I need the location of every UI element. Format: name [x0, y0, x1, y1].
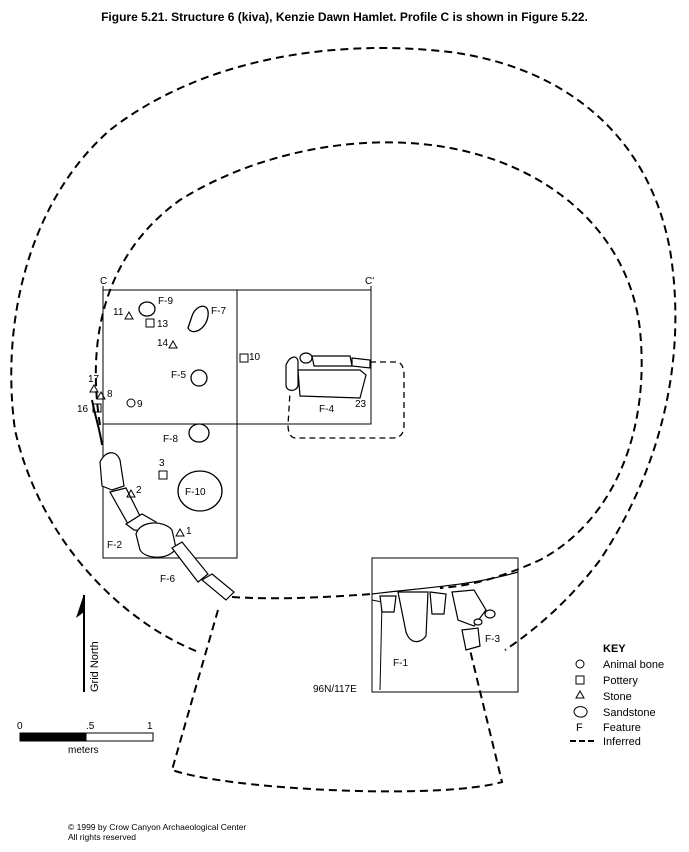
feature-f3-sandstone-3: [473, 618, 483, 626]
key-sandstone-icon: [573, 706, 588, 718]
feature-f3-sandstone-1: [461, 627, 481, 651]
feature-f1-sandstone-2: [397, 591, 429, 643]
artifact-label-13: 13: [157, 319, 169, 330]
scale-bar-empty: [85, 732, 154, 742]
feature-f2-sandstone-1: [99, 452, 125, 491]
artifact-label-9: 9: [137, 399, 143, 410]
artifact-label-17: 17: [88, 374, 100, 385]
feature-f1-sandstone-4: [451, 589, 487, 627]
feature-label-f10: F-10: [185, 487, 206, 498]
feature-f6-sandstone-1: [171, 541, 209, 583]
feature-f4-sandstone-1: [285, 356, 299, 391]
pottery-10-icon: [239, 353, 249, 363]
key-feature-glyph: F: [576, 722, 583, 734]
inner-wall-inferred-lower: [231, 593, 373, 600]
feature-f1-sandstone-3: [429, 591, 447, 615]
pottery-16-icon: [92, 403, 102, 413]
feature-f1-sandstone-1: [379, 595, 397, 613]
key-title: KEY: [603, 643, 626, 655]
feature-f3-sandstone-2: [484, 609, 496, 619]
scale-tick-half: .5: [86, 721, 95, 732]
feature-f4-sandstone-2: [297, 369, 367, 399]
scale-bar-filled: [19, 732, 87, 742]
feature-f1-outline: [371, 599, 383, 691]
feature-f4-sandstone-5: [351, 357, 371, 369]
scale-tick-0: 0: [17, 721, 23, 732]
profile-label-c: C: [100, 276, 107, 287]
stone-2-icon: [126, 488, 136, 498]
artifact-label-23: 23: [355, 399, 367, 410]
key-animal-bone-icon: [575, 659, 585, 669]
stone-1-icon: [175, 527, 185, 537]
excavation-unit-ne: [236, 289, 372, 425]
artifact-label-2: 2: [136, 485, 142, 496]
excavation-unit-sw: [102, 423, 238, 559]
key-label-pottery: Pottery: [603, 675, 638, 687]
stone-8-icon: [96, 390, 106, 400]
artifact-label-16: 16: [77, 404, 89, 415]
artifact-label-3: 3: [159, 458, 165, 469]
key-pottery-icon: [575, 675, 585, 685]
feature-f6-sandstone-2: [200, 573, 235, 601]
profile-label-c-prime: C': [365, 276, 374, 287]
feature-label-f1: F-1: [393, 658, 408, 669]
stone-11-icon: [124, 310, 134, 320]
feature-f4-outline: [287, 361, 405, 439]
feature-label-f2: F-2: [107, 540, 122, 551]
feature-f1-wall-line: [371, 571, 519, 595]
key-label-sandstone: Sandstone: [603, 707, 656, 719]
feature-label-f3: F-3: [485, 634, 500, 645]
excavation-unit-se: [371, 557, 519, 693]
feature-f8-pit: [188, 423, 210, 443]
feature-f9-pit: [138, 301, 156, 317]
feature-f7-pit: [187, 305, 209, 333]
feature-label-f5: F-5: [171, 370, 186, 381]
feature-label-f6: F-6: [160, 574, 175, 585]
key-label-feature: Feature: [603, 722, 641, 734]
feature-label-f8: F-8: [163, 434, 178, 445]
feature-f4-sandstone-4: [299, 352, 313, 364]
copyright-line-2: All rights reserved: [68, 832, 137, 842]
inner-wall-inferred: [94, 141, 643, 589]
copyright-line-1: © 1999 by Crow Canyon Archaeological Cen…: [68, 822, 247, 832]
datum-label: 96N/117E: [313, 684, 357, 695]
stone-17-icon: [89, 383, 99, 393]
north-arrow-head-icon: [76, 594, 84, 618]
pottery-13-icon: [145, 318, 155, 328]
figure-title: Figure 5.21. Structure 6 (kiva), Kenzie …: [101, 10, 588, 24]
copyright-notice: © 1999 by Crow Canyon Archaeological Cen…: [68, 822, 246, 842]
north-arrow-label: Grid North: [89, 641, 101, 692]
animal-bone-9-icon: [126, 398, 136, 408]
artifact-label-11: 11: [113, 307, 124, 318]
pottery-3-icon: [158, 470, 168, 480]
key-label-inferred: Inferred: [603, 736, 641, 748]
ventilator-inferred: [170, 609, 504, 793]
feature-label-f7: F-7: [211, 306, 226, 317]
outer-wall-inferred: [10, 47, 677, 652]
key-label-stone: Stone: [603, 691, 632, 703]
scale-unit: meters: [68, 745, 99, 756]
artifact-label-14: 14: [157, 338, 169, 349]
artifact-label-1: 1: [186, 526, 192, 537]
feature-label-f4: F-4: [319, 404, 334, 415]
feature-label-f9: F-9: [158, 296, 173, 307]
key-stone-icon: [575, 689, 585, 699]
key-label-animal-bone: Animal bone: [603, 659, 664, 671]
artifact-label-10: 10: [249, 352, 261, 363]
scale-tick-1: 1: [147, 721, 153, 732]
feature-f4-sandstone-3: [311, 355, 353, 367]
feature-f10-pit: [177, 470, 223, 512]
feature-f5-pit: [190, 369, 208, 387]
feature-f2-sandstone-4: [135, 522, 177, 558]
stone-14-icon: [168, 339, 178, 349]
artifact-label-8: 8: [107, 389, 113, 400]
